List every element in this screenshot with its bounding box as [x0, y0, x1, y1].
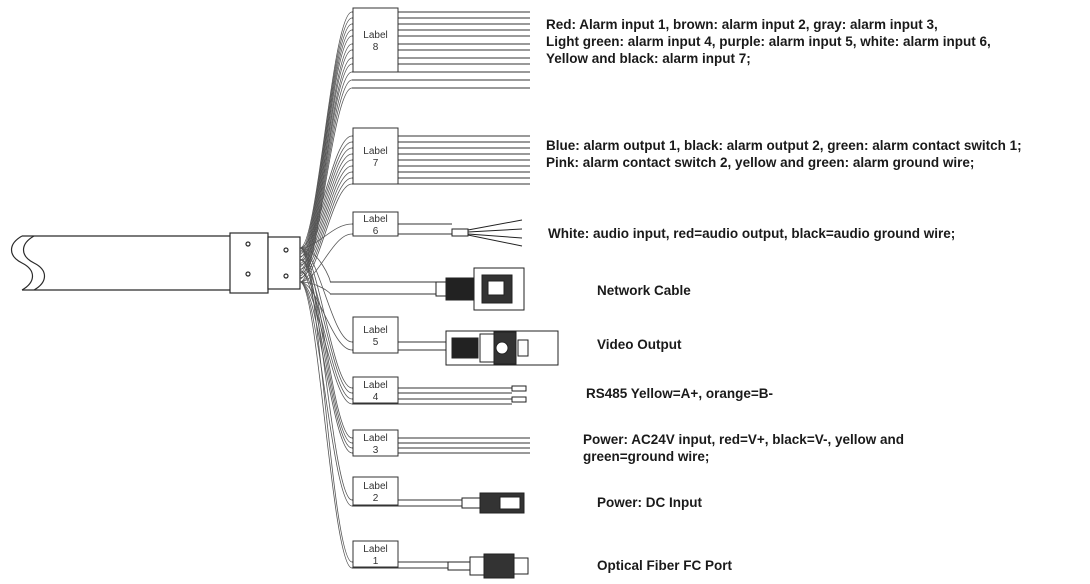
fan-wire [299, 171, 353, 274]
fan-wire [299, 177, 353, 279]
description-line: Video Output [597, 337, 682, 352]
label-tag-text: Label [363, 214, 387, 225]
rs485-tips-icon [511, 385, 527, 403]
fan-wire [299, 270, 353, 449]
label-tag-text: Label [363, 481, 387, 492]
ac24v-power-description: Power: AC24V input, red=V+, black=V-, ye… [583, 431, 904, 465]
label-tag [352, 429, 399, 457]
description-line: Yellow and black: alarm input 7; [546, 51, 751, 66]
fan-wire [299, 247, 353, 501]
description-line: Light green: alarm input 4, purple: alar… [546, 34, 991, 49]
label-tags: Label8Label7Label6Label5Label4Label3Labe… [352, 7, 399, 568]
description-line: green=ground wire; [583, 449, 710, 464]
label-tag-text: Label [363, 380, 387, 391]
description-line: Power: AC24V input, red=V+, black=V-, ye… [583, 432, 904, 447]
label-tag [352, 540, 399, 568]
fan-wire [299, 270, 353, 400]
fan-wire [299, 159, 353, 266]
fan-wire [299, 11, 353, 249]
label-tag-text: Label [363, 325, 387, 336]
fan-wire [299, 247, 353, 439]
fan-wire [299, 247, 353, 343]
label-tag [352, 376, 399, 404]
fan-wire [299, 281, 353, 507]
label-tag-text: 5 [373, 337, 379, 348]
fan-wire [299, 17, 353, 252]
fiber-fc-connector-icon [447, 553, 529, 579]
cable-clamp [229, 232, 301, 294]
fan-wire [299, 79, 353, 280]
description-line: White: audio input, red=audio output, bl… [548, 226, 956, 241]
fan-wire [299, 281, 353, 454]
label-tag-text: Label [363, 146, 387, 157]
description-line: Blue: alarm output 1, black: alarm outpu… [546, 138, 1022, 153]
label-tag-text: 3 [373, 445, 379, 456]
fan-wire [299, 223, 353, 249]
label-tag [352, 211, 399, 237]
dc-power-description: Power: DC Input [597, 494, 702, 511]
fan-wire [299, 35, 353, 261]
label-tag-text: 2 [373, 493, 379, 504]
fan-wire [299, 147, 353, 257]
video-output-description: Video Output [597, 336, 682, 353]
wire-fan [299, 11, 353, 569]
rj45-connector-icon [435, 267, 525, 311]
fan-wire [299, 233, 353, 283]
fan-wire [299, 247, 331, 283]
label-tag-text: 7 [373, 158, 379, 169]
bnc-connector-icon [445, 330, 559, 366]
description-line: Power: DC Input [597, 495, 702, 510]
label-tag-text: 1 [373, 556, 379, 567]
fan-wire [299, 258, 353, 394]
label-tag-text: 8 [373, 42, 379, 53]
fan-wire [299, 247, 353, 563]
description-line: Network Cable [597, 283, 691, 298]
network-cable-description: Network Cable [597, 282, 691, 299]
fan-wire [299, 23, 353, 255]
main-cable [10, 235, 232, 291]
label-tag-text: 6 [373, 226, 379, 237]
fan-wire [299, 281, 353, 351]
label-tag-text: Label [363, 433, 387, 444]
audio-description: White: audio input, red=audio output, bl… [548, 225, 955, 242]
description-line: Red: Alarm input 1, brown: alarm input 2… [546, 17, 938, 32]
label-tag-text: Label [363, 544, 387, 555]
fan-wire [299, 63, 353, 274]
fan-wire [299, 258, 353, 444]
fan-wire [299, 135, 353, 249]
fan-wire [299, 281, 353, 569]
label-tag [352, 127, 399, 185]
connectors [435, 219, 559, 579]
rs485-description: RS485 Yellow=A+, orange=B- [586, 385, 773, 402]
label-tag [352, 316, 399, 354]
fan-wire [299, 43, 353, 264]
label-tag-text: 4 [373, 392, 379, 403]
label-tag-text: Label [363, 30, 387, 41]
description-line: Pink: alarm contact switch 2, yellow and… [546, 155, 975, 170]
fan-wire [299, 247, 353, 389]
audio-connector-icon [451, 219, 523, 247]
description-line: RS485 Yellow=A+, orange=B- [586, 386, 773, 401]
dc-jack-icon [461, 492, 525, 514]
alarm-input-description: Red: Alarm input 1, brown: alarm input 2… [546, 16, 991, 67]
label-tag [352, 7, 399, 73]
alarm-output-description: Blue: alarm output 1, black: alarm outpu… [546, 137, 1022, 171]
fiber-port-description: Optical Fiber FC Port [597, 557, 732, 574]
fan-wire [299, 141, 353, 253]
label-tag [352, 476, 399, 506]
fan-wire [299, 183, 353, 283]
description-line: Optical Fiber FC Port [597, 558, 733, 573]
